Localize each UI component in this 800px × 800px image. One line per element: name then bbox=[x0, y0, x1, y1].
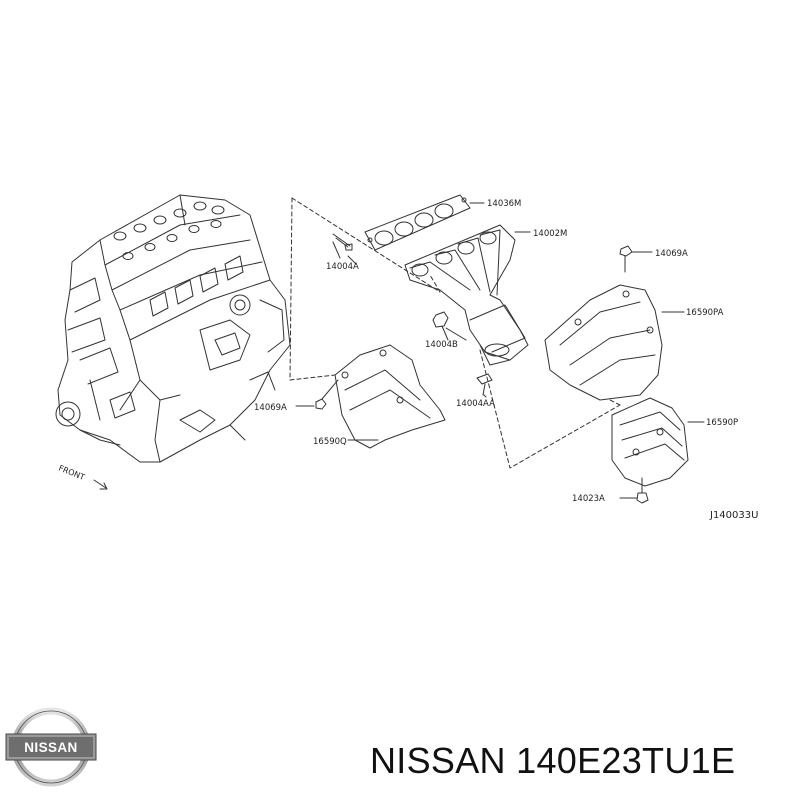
label-14004a: 14004A bbox=[326, 262, 359, 272]
leader-14004a bbox=[347, 255, 357, 265]
label-14002m: 14002M bbox=[533, 229, 567, 239]
nut-14004aa-drawing bbox=[476, 373, 493, 396]
reference-lines bbox=[289, 197, 621, 469]
manifold-14002m-drawing bbox=[404, 224, 531, 366]
label-14004b: 14004B bbox=[425, 340, 458, 350]
bolt-14023a-drawing bbox=[619, 477, 649, 504]
leader-14004b bbox=[445, 327, 467, 341]
label-14004aa: 14004AA bbox=[456, 399, 495, 409]
label-16590p: 16590P bbox=[706, 418, 738, 428]
front-label: FRONT bbox=[57, 464, 86, 483]
front-arrow-icon bbox=[93, 479, 108, 490]
label-14023a: 14023A bbox=[572, 494, 605, 504]
bolt-14004a-drawing bbox=[332, 233, 353, 259]
leader-14004aa bbox=[483, 394, 487, 398]
logo-wordmark: NISSAN bbox=[24, 740, 77, 755]
label-16590q: 16590Q bbox=[313, 437, 347, 447]
bolt-14069a-top-drawing bbox=[619, 245, 653, 273]
heat-shield-16590p-drawing bbox=[611, 397, 705, 487]
gasket-14036m-drawing bbox=[364, 194, 485, 251]
label-14036m: 14036M bbox=[487, 199, 521, 209]
label-14069a-top: 14069A bbox=[655, 249, 688, 259]
label-14069a-left: 14069A bbox=[254, 403, 287, 413]
part-title: NISSAN 140E23TU1E bbox=[370, 740, 736, 781]
bolt-14069a-left-drawing bbox=[295, 379, 339, 410]
label-16590pa: 16590PA bbox=[686, 308, 724, 318]
nut-14004b-drawing bbox=[432, 311, 449, 341]
heat-shield-16590q-drawing bbox=[334, 344, 446, 449]
drawing-code: J140033U bbox=[709, 510, 758, 521]
nissan-logo: NISSAN bbox=[5, 707, 97, 787]
engine-block-drawing bbox=[55, 194, 291, 463]
heat-shield-16590pa-drawing bbox=[544, 284, 685, 401]
